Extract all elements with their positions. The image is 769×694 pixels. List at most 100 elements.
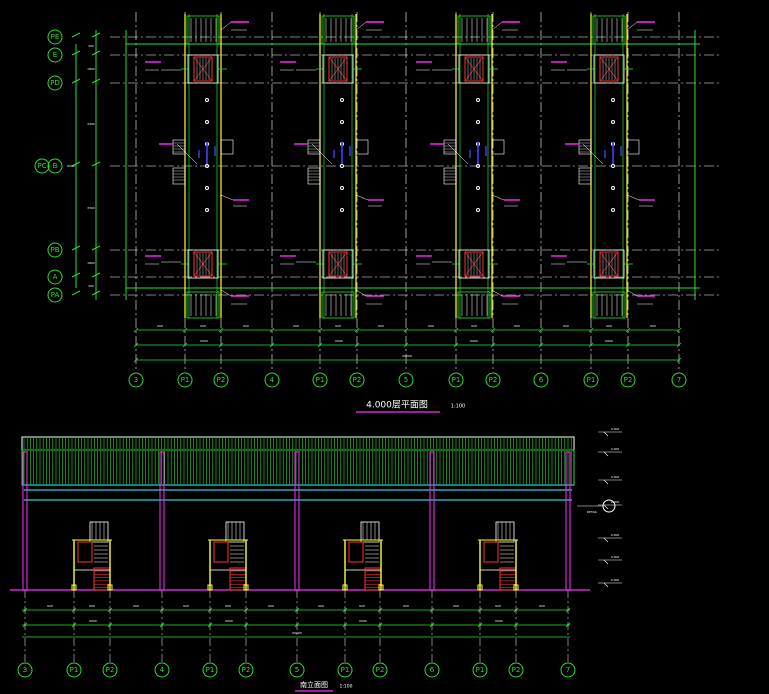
plan-dim-tick bbox=[625, 327, 631, 333]
elevator-car bbox=[464, 251, 484, 277]
axis-label: E bbox=[53, 51, 57, 59]
axis-bubble bbox=[177, 372, 193, 388]
plan-dim-tick bbox=[91, 272, 101, 278]
tower-cap bbox=[360, 521, 380, 543]
plan-dim-tick bbox=[588, 327, 594, 333]
plan-dim-text: 000 bbox=[157, 324, 163, 328]
plan-dim-text: 3300 bbox=[87, 206, 95, 210]
plan-dim-tick bbox=[218, 342, 224, 348]
stair-tower bbox=[342, 521, 384, 591]
axis-bubble bbox=[102, 662, 118, 678]
elev-dim-text: 000 bbox=[268, 604, 274, 608]
bolt-marker bbox=[340, 98, 344, 102]
axis-label: P1 bbox=[341, 666, 350, 674]
leader-line bbox=[626, 21, 638, 31]
bolt-marker bbox=[205, 120, 209, 124]
bolt-marker bbox=[476, 186, 480, 190]
elev-dim-text: 0000 bbox=[225, 619, 233, 623]
level-text: 0.000 bbox=[611, 533, 620, 537]
bolt-marker bbox=[476, 98, 480, 102]
plan-dim-tick bbox=[490, 327, 496, 333]
plan-dim-tick bbox=[269, 327, 275, 333]
plan-dim-text: 0000 bbox=[200, 339, 208, 343]
axis-bubble bbox=[47, 47, 63, 63]
stair-tower bbox=[71, 521, 113, 591]
plan-dim-tick bbox=[317, 342, 323, 348]
plan-dim-text: 000 bbox=[293, 324, 299, 328]
axis-label: 6 bbox=[430, 666, 435, 674]
core-cap-top bbox=[186, 15, 220, 45]
elev-dim-text: 000 bbox=[403, 604, 409, 608]
plan-scale: 1:100 bbox=[451, 404, 465, 410]
axis-bubble bbox=[66, 662, 82, 678]
bolt-marker bbox=[340, 208, 344, 212]
axis-label: P2 bbox=[624, 376, 633, 384]
elev-dim-text: 0000 bbox=[495, 619, 503, 623]
main-post bbox=[294, 451, 300, 591]
axis-label: P1 bbox=[452, 376, 461, 384]
stair-tower bbox=[207, 521, 249, 591]
main-post bbox=[159, 451, 165, 591]
leader-line bbox=[491, 21, 503, 31]
level-tick bbox=[603, 431, 609, 437]
plan-dim-tick bbox=[91, 161, 101, 167]
elev-dim-text: 000 bbox=[47, 604, 53, 608]
bolt-marker bbox=[340, 164, 344, 168]
plan-dim-tick bbox=[71, 161, 81, 167]
elev-dim-text: 000 bbox=[133, 604, 139, 608]
axis-label: P1 bbox=[587, 376, 596, 384]
plan-dim-tick bbox=[453, 327, 459, 333]
core-cap-top bbox=[321, 15, 355, 45]
axis-label: P2 bbox=[242, 666, 251, 674]
axis-bubble bbox=[47, 287, 63, 303]
bolt-marker bbox=[476, 164, 480, 168]
elev-dim-text: 000 bbox=[359, 604, 365, 608]
leader-line bbox=[176, 143, 198, 165]
elev-dim-text: 000 bbox=[89, 604, 95, 608]
plan-dim-tick bbox=[71, 272, 81, 278]
axis-label: 5 bbox=[295, 666, 299, 674]
axis-label: PE bbox=[51, 33, 60, 41]
elevation-title: 南立面图 bbox=[300, 680, 328, 689]
plan-dim-text: 00000 bbox=[402, 354, 412, 358]
level-tick bbox=[603, 582, 609, 588]
axis-bubble bbox=[128, 372, 144, 388]
stair-block bbox=[172, 167, 186, 185]
plan-dim-text: 000 bbox=[514, 324, 520, 328]
axis-bubble bbox=[620, 372, 636, 388]
core-cap-bottom bbox=[321, 291, 355, 319]
plan-dim-tick bbox=[538, 327, 544, 333]
axis-label: P2 bbox=[376, 666, 385, 674]
level-tick bbox=[603, 559, 609, 565]
plan-dim-tick bbox=[676, 327, 682, 333]
stair-core-module bbox=[145, 14, 249, 319]
plan-dim-tick bbox=[453, 342, 459, 348]
core-cap-top bbox=[457, 15, 491, 45]
plan-dim-text: 000 bbox=[563, 324, 569, 328]
plan-dim-tick bbox=[91, 32, 101, 38]
plan-dim-text: 000 bbox=[243, 324, 249, 328]
axis-bubble bbox=[372, 662, 388, 678]
level-tick bbox=[603, 479, 609, 485]
plan-dim-tick bbox=[71, 78, 81, 84]
axis-label: PB bbox=[50, 246, 59, 254]
elevator-car bbox=[328, 56, 348, 82]
plan-dim-tick bbox=[133, 327, 139, 333]
elevator-car bbox=[193, 56, 213, 82]
leader-line bbox=[220, 194, 234, 201]
stair-block bbox=[172, 139, 186, 155]
tower-cap bbox=[495, 521, 515, 543]
stair-tower bbox=[477, 521, 519, 591]
level-text: 0.000 bbox=[611, 475, 620, 479]
elevator-car bbox=[599, 251, 619, 277]
plan-dim-text: 3300 bbox=[87, 122, 95, 126]
leader-line bbox=[582, 143, 604, 165]
axis-bubble bbox=[238, 662, 254, 678]
stair-block bbox=[443, 167, 457, 185]
detail-text: DETAIL bbox=[587, 510, 598, 514]
level-tick bbox=[603, 451, 609, 457]
leader-line bbox=[220, 289, 232, 297]
axis-bubble bbox=[472, 662, 488, 678]
axis-label: P2 bbox=[489, 376, 498, 384]
